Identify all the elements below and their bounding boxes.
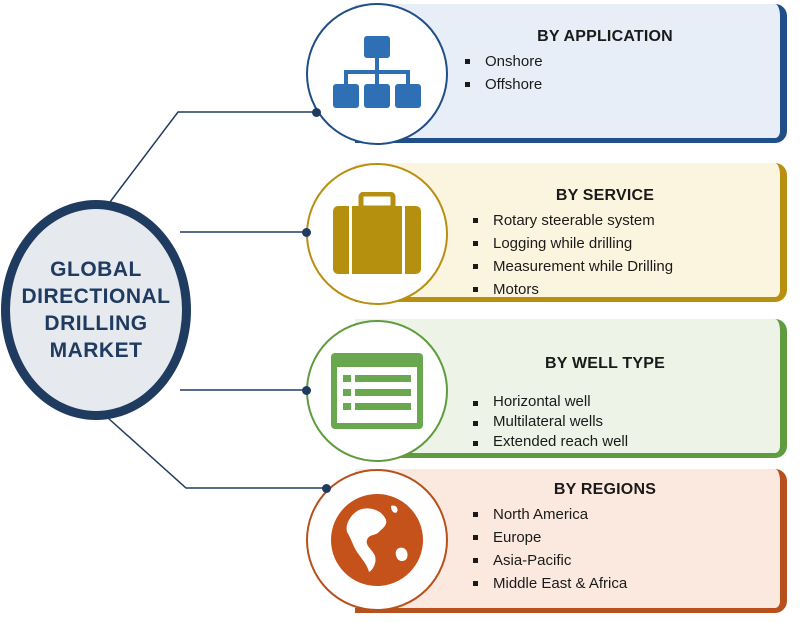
- list-item: Asia-Pacific: [473, 549, 627, 572]
- globe-icon: [331, 494, 423, 586]
- service-icon-circle: [306, 163, 448, 305]
- list-item: Rotary steerable system: [473, 209, 673, 232]
- segment-list-regions: North America Europe Asia-Pacific Middle…: [473, 503, 627, 595]
- briefcase-icon: [333, 192, 421, 274]
- list-item: North America: [473, 503, 627, 526]
- connector-application: [109, 111, 316, 203]
- list-item: Onshore: [465, 50, 543, 73]
- list-item: Motors: [473, 278, 673, 301]
- market-title-line-3: DRILLING: [44, 312, 148, 335]
- list-item: Middle East & Africa: [473, 572, 627, 595]
- list-item: Offshore: [465, 73, 543, 96]
- well-type-icon-circle: [306, 320, 448, 462]
- market-title: GLOBAL DIRECTIONAL DRILLING MARKET: [22, 256, 171, 364]
- list-item: Horizontal well: [473, 392, 628, 412]
- market-title-line-1: GLOBAL: [50, 258, 142, 281]
- hierarchy-icon: [333, 36, 421, 108]
- connector-regions: [107, 417, 326, 489]
- connector-dot-application: [312, 108, 321, 117]
- list-item: Measurement while Drilling: [473, 255, 673, 278]
- segment-list-application: Onshore Offshore: [465, 50, 543, 96]
- connector-dot-service: [302, 228, 311, 237]
- segment-title-well-type: BY WELL TYPE: [544, 355, 666, 372]
- list-item: Extended reach well: [473, 432, 628, 452]
- list-item: Europe: [473, 526, 627, 549]
- connector-dot-regions: [322, 484, 331, 493]
- list-item: Multilateral wells: [473, 412, 628, 432]
- list-document-icon: [331, 353, 423, 429]
- application-icon-circle: [306, 3, 448, 145]
- connector-dot-well-type: [302, 386, 311, 395]
- regions-icon-circle: [306, 469, 448, 611]
- segment-title-application: BY APPLICATION: [537, 28, 673, 45]
- list-item: Logging while drilling: [473, 232, 673, 255]
- market-title-circle: GLOBAL DIRECTIONAL DRILLING MARKET: [1, 200, 191, 420]
- market-title-line-2: DIRECTIONAL: [21, 285, 171, 308]
- market-title-line-4: MARKET: [49, 339, 143, 362]
- segment-title-regions: BY REGIONS: [553, 481, 657, 498]
- segment-list-well-type: Horizontal well Multilateral wells Exten…: [473, 392, 628, 452]
- segment-title-service: BY SERVICE: [555, 187, 655, 204]
- segment-list-service: Rotary steerable system Logging while dr…: [473, 209, 673, 301]
